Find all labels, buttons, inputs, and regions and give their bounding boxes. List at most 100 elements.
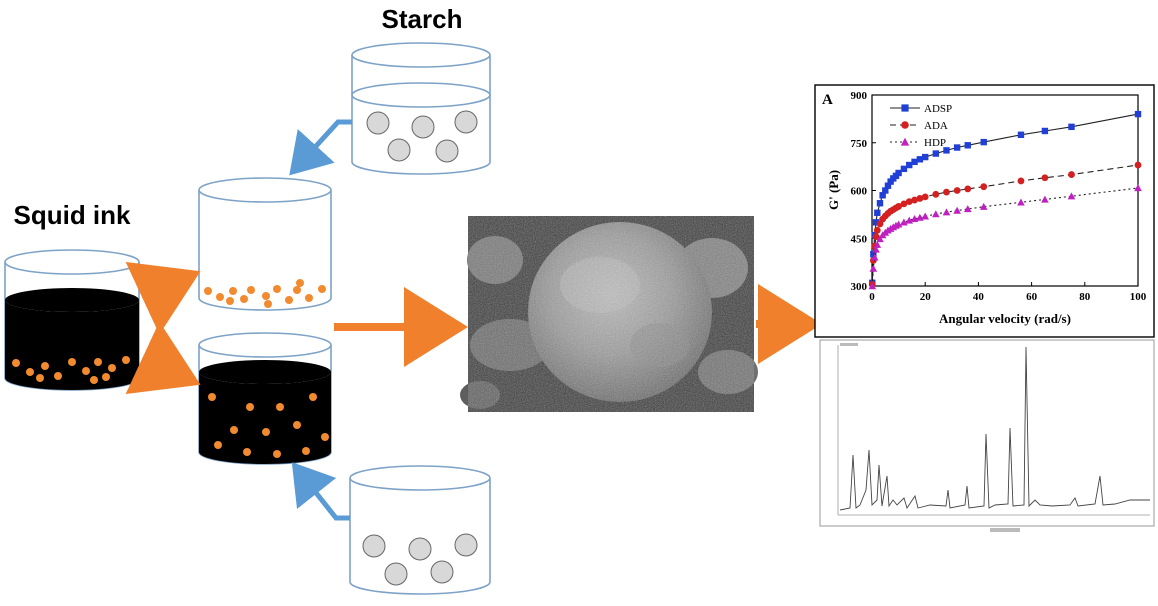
legend-label: ADSP xyxy=(924,103,952,115)
x-tick-label: 40 xyxy=(973,291,985,303)
data-point xyxy=(870,250,877,258)
arrow-starch-to-upper xyxy=(289,119,352,176)
x-tick-label: 0 xyxy=(869,291,875,303)
data-point xyxy=(953,206,961,214)
data-point xyxy=(1041,195,1049,203)
data-point xyxy=(1041,174,1049,182)
rheology-chart: A 300 450 600 750 900 0 20 40 60 80 100 ADSP ADA HD… xyxy=(814,84,1155,338)
starch-granules-bottom xyxy=(362,533,478,586)
data-point xyxy=(873,240,882,248)
chromatogram-panel xyxy=(819,339,1155,532)
legend-item: HDP xyxy=(890,137,946,149)
arrow-starch-to-lower xyxy=(291,462,350,521)
chromatogram-trace xyxy=(839,346,1150,511)
data-point xyxy=(879,192,886,199)
y-axis-label: G' (Pa) xyxy=(826,170,841,210)
data-point xyxy=(872,245,880,253)
data-point xyxy=(869,264,878,272)
legend-label: HDP xyxy=(924,137,946,149)
data-point xyxy=(911,158,918,166)
starch-beaker xyxy=(351,42,491,175)
data-point xyxy=(1017,131,1025,138)
data-point xyxy=(1017,177,1025,185)
sem-micrograph xyxy=(460,216,758,412)
data-point xyxy=(894,220,903,228)
data-point xyxy=(872,219,880,226)
data-point xyxy=(1017,198,1025,206)
data-point xyxy=(921,193,929,201)
data-point xyxy=(942,208,951,216)
legend-item: ADA xyxy=(890,120,948,132)
data-point xyxy=(932,190,940,198)
data-point xyxy=(884,182,892,189)
legend-item: ADSP xyxy=(890,103,952,115)
data-point xyxy=(901,121,909,129)
data-point xyxy=(932,210,940,218)
legend-label: ADA xyxy=(924,120,948,132)
data-point xyxy=(895,169,902,177)
x-tick-label: 100 xyxy=(1130,291,1147,303)
arrow-ink-to-upper xyxy=(125,261,201,335)
starch-beaker-bottom xyxy=(349,465,491,595)
data-point xyxy=(900,218,908,226)
data-point xyxy=(963,205,972,213)
settled-particles xyxy=(204,279,326,308)
dispersed-particles xyxy=(208,393,329,458)
data-point xyxy=(1068,171,1075,178)
squid-ink-label: Squid ink xyxy=(14,200,132,230)
data-point xyxy=(1134,161,1142,169)
squid-ink-beaker xyxy=(4,249,140,391)
data-point xyxy=(895,203,902,210)
x-tick-label: 20 xyxy=(920,291,932,303)
data-point xyxy=(953,187,961,194)
data-point xyxy=(1041,127,1049,135)
ink-dispersion-beaker xyxy=(198,332,332,465)
data-point xyxy=(979,202,988,210)
data-point xyxy=(1067,192,1076,200)
y-tick-label: 300 xyxy=(851,281,868,293)
data-point xyxy=(921,212,929,220)
panel-label: A xyxy=(822,92,833,108)
data-point xyxy=(922,153,929,161)
data-point xyxy=(900,165,908,173)
x-axis-label: Angular velocity (rad/s) xyxy=(939,311,1071,326)
data-point xyxy=(953,144,961,151)
data-point xyxy=(1134,110,1142,118)
data-point xyxy=(980,183,988,191)
data-point xyxy=(900,137,910,146)
data-point xyxy=(900,200,908,208)
data-point xyxy=(876,235,884,243)
data-point xyxy=(882,187,889,194)
x-tick-label: 80 xyxy=(1079,291,1091,303)
starch-granules-top xyxy=(366,110,478,163)
data-point xyxy=(901,104,909,112)
data-point xyxy=(905,198,913,206)
data-point xyxy=(868,282,877,290)
chart-legend: ADSP ADA HDP xyxy=(890,103,952,149)
starch-label: Starch xyxy=(382,4,463,34)
y-tick-label: 450 xyxy=(851,233,868,245)
data-point xyxy=(906,161,913,169)
arrow-ink-to-lower xyxy=(125,321,201,395)
data-point xyxy=(916,156,924,163)
x-tick-label: 60 xyxy=(1026,291,1038,303)
data-point xyxy=(943,188,950,196)
data-point xyxy=(873,226,881,234)
series-layer xyxy=(868,110,1142,290)
data-point xyxy=(916,195,924,202)
y-tick-label: 750 xyxy=(851,138,868,150)
y-tick-label: 900 xyxy=(851,90,868,102)
data-point xyxy=(964,142,971,149)
particles-beaker xyxy=(198,177,332,311)
data-point xyxy=(870,253,879,261)
data-point xyxy=(980,138,987,146)
y-tick-label: 600 xyxy=(851,186,868,198)
data-point xyxy=(872,233,880,241)
process-arrows xyxy=(125,119,822,521)
data-point xyxy=(964,185,972,193)
data-point xyxy=(876,200,884,207)
data-point xyxy=(943,147,950,154)
data-point xyxy=(1068,123,1075,131)
data-point xyxy=(874,209,881,216)
